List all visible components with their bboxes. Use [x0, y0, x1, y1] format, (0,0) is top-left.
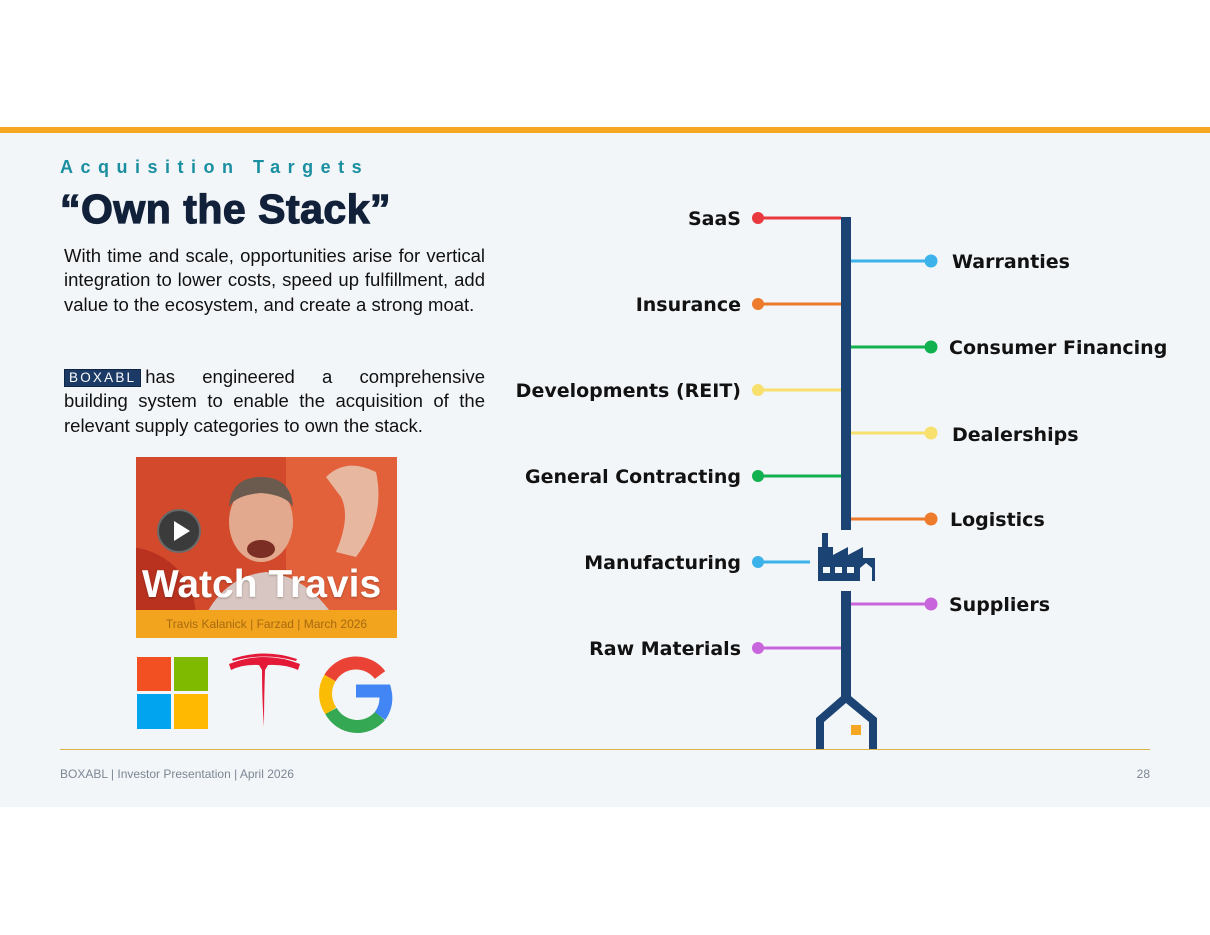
boxabl-inline-logo: BOXABL	[64, 369, 142, 387]
stack-label-insurance: Insurance	[636, 294, 741, 316]
google-logo	[319, 656, 393, 733]
stack-label-warranties: Warranties	[952, 251, 1070, 273]
stack-label-suppliers: Suppliers	[949, 594, 1050, 616]
stack-label-developments: Developments (REIT)	[516, 380, 741, 402]
house-icon	[816, 692, 877, 750]
video-thumbnail[interactable]: Watch Travis Travis Kalanick | Farzad | …	[136, 457, 397, 638]
video-title: Watch Travis	[142, 563, 382, 606]
play-button-icon[interactable]	[157, 509, 201, 553]
microsoft-logo	[137, 657, 208, 729]
boxabl-paragraph-text: has engineered a comprehensive building …	[64, 366, 485, 436]
top-accent-bar	[0, 127, 1210, 133]
factory-icon	[818, 533, 875, 581]
section-eyebrow: Acquisition Targets	[60, 157, 370, 177]
stack-label-logistics: Logistics	[950, 509, 1045, 531]
video-caption: Travis Kalanick | Farzad | March 2026	[136, 610, 397, 638]
footer-text: BOXABL | Investor Presentation | April 2…	[60, 767, 294, 781]
page-number: 28	[1136, 767, 1150, 781]
tesla-logo	[229, 653, 300, 727]
stack-spine-lower	[841, 591, 851, 698]
slide-title: “Own the Stack”	[59, 185, 392, 232]
stack-label-manufacturing: Manufacturing	[584, 552, 741, 574]
stack-label-general-contracting: General Contracting	[525, 466, 741, 488]
stack-label-dealerships: Dealerships	[952, 424, 1079, 446]
stack-label-raw-materials: Raw Materials	[589, 638, 741, 660]
footer-divider	[60, 749, 1150, 750]
stack-label-saas: SaaS	[688, 208, 741, 230]
stack-spine-upper	[841, 217, 851, 530]
intro-paragraph: With time and scale, opportunities arise…	[64, 245, 485, 315]
stack-label-consumer-financing: Consumer Financing	[949, 337, 1167, 359]
